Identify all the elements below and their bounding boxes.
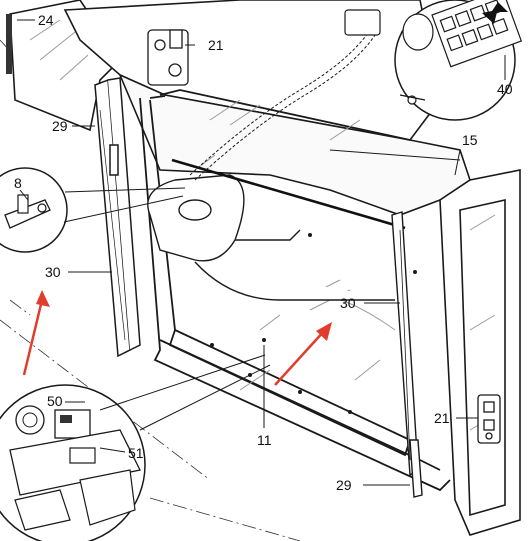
callout-circle-40 <box>394 0 523 121</box>
red-arrow-center <box>274 322 332 386</box>
label-29-left: 29 <box>52 118 68 134</box>
label-30-left: 30 <box>45 264 61 280</box>
trim-strip-30-left <box>94 77 141 358</box>
latch-bar-29 <box>409 439 423 498</box>
part-labels: 24 21 29 8 30 15 40 30 50 51 11 21 29 <box>14 12 513 493</box>
label-8: 8 <box>14 175 22 191</box>
trim-strip-30-right <box>391 211 419 477</box>
label-15: 15 <box>462 132 478 148</box>
hinge-21-bottom <box>477 394 501 444</box>
cross-bar <box>171 158 406 230</box>
label-29-bottom: 29 <box>336 477 352 493</box>
red-arrow-left <box>22 290 50 376</box>
label-21-bottom: 21 <box>434 410 450 426</box>
label-40: 40 <box>497 81 513 97</box>
top-connector <box>344 9 381 36</box>
label-24: 24 <box>38 12 54 28</box>
callout-circle-50-51 <box>0 354 271 541</box>
wire-harness <box>189 29 376 181</box>
inner-tub <box>147 174 395 301</box>
label-50: 50 <box>47 393 63 409</box>
label-30-right: 30 <box>340 295 356 311</box>
callout-arrow-40 <box>482 2 508 24</box>
fastener-dots <box>210 233 417 414</box>
callout-circle-8 <box>0 167 186 253</box>
label-51: 51 <box>128 445 144 461</box>
leader-lines <box>17 19 506 486</box>
label-11: 11 <box>257 432 272 448</box>
right-door <box>439 169 521 536</box>
label-21-top: 21 <box>208 37 224 53</box>
hinge-21-top <box>147 29 189 86</box>
